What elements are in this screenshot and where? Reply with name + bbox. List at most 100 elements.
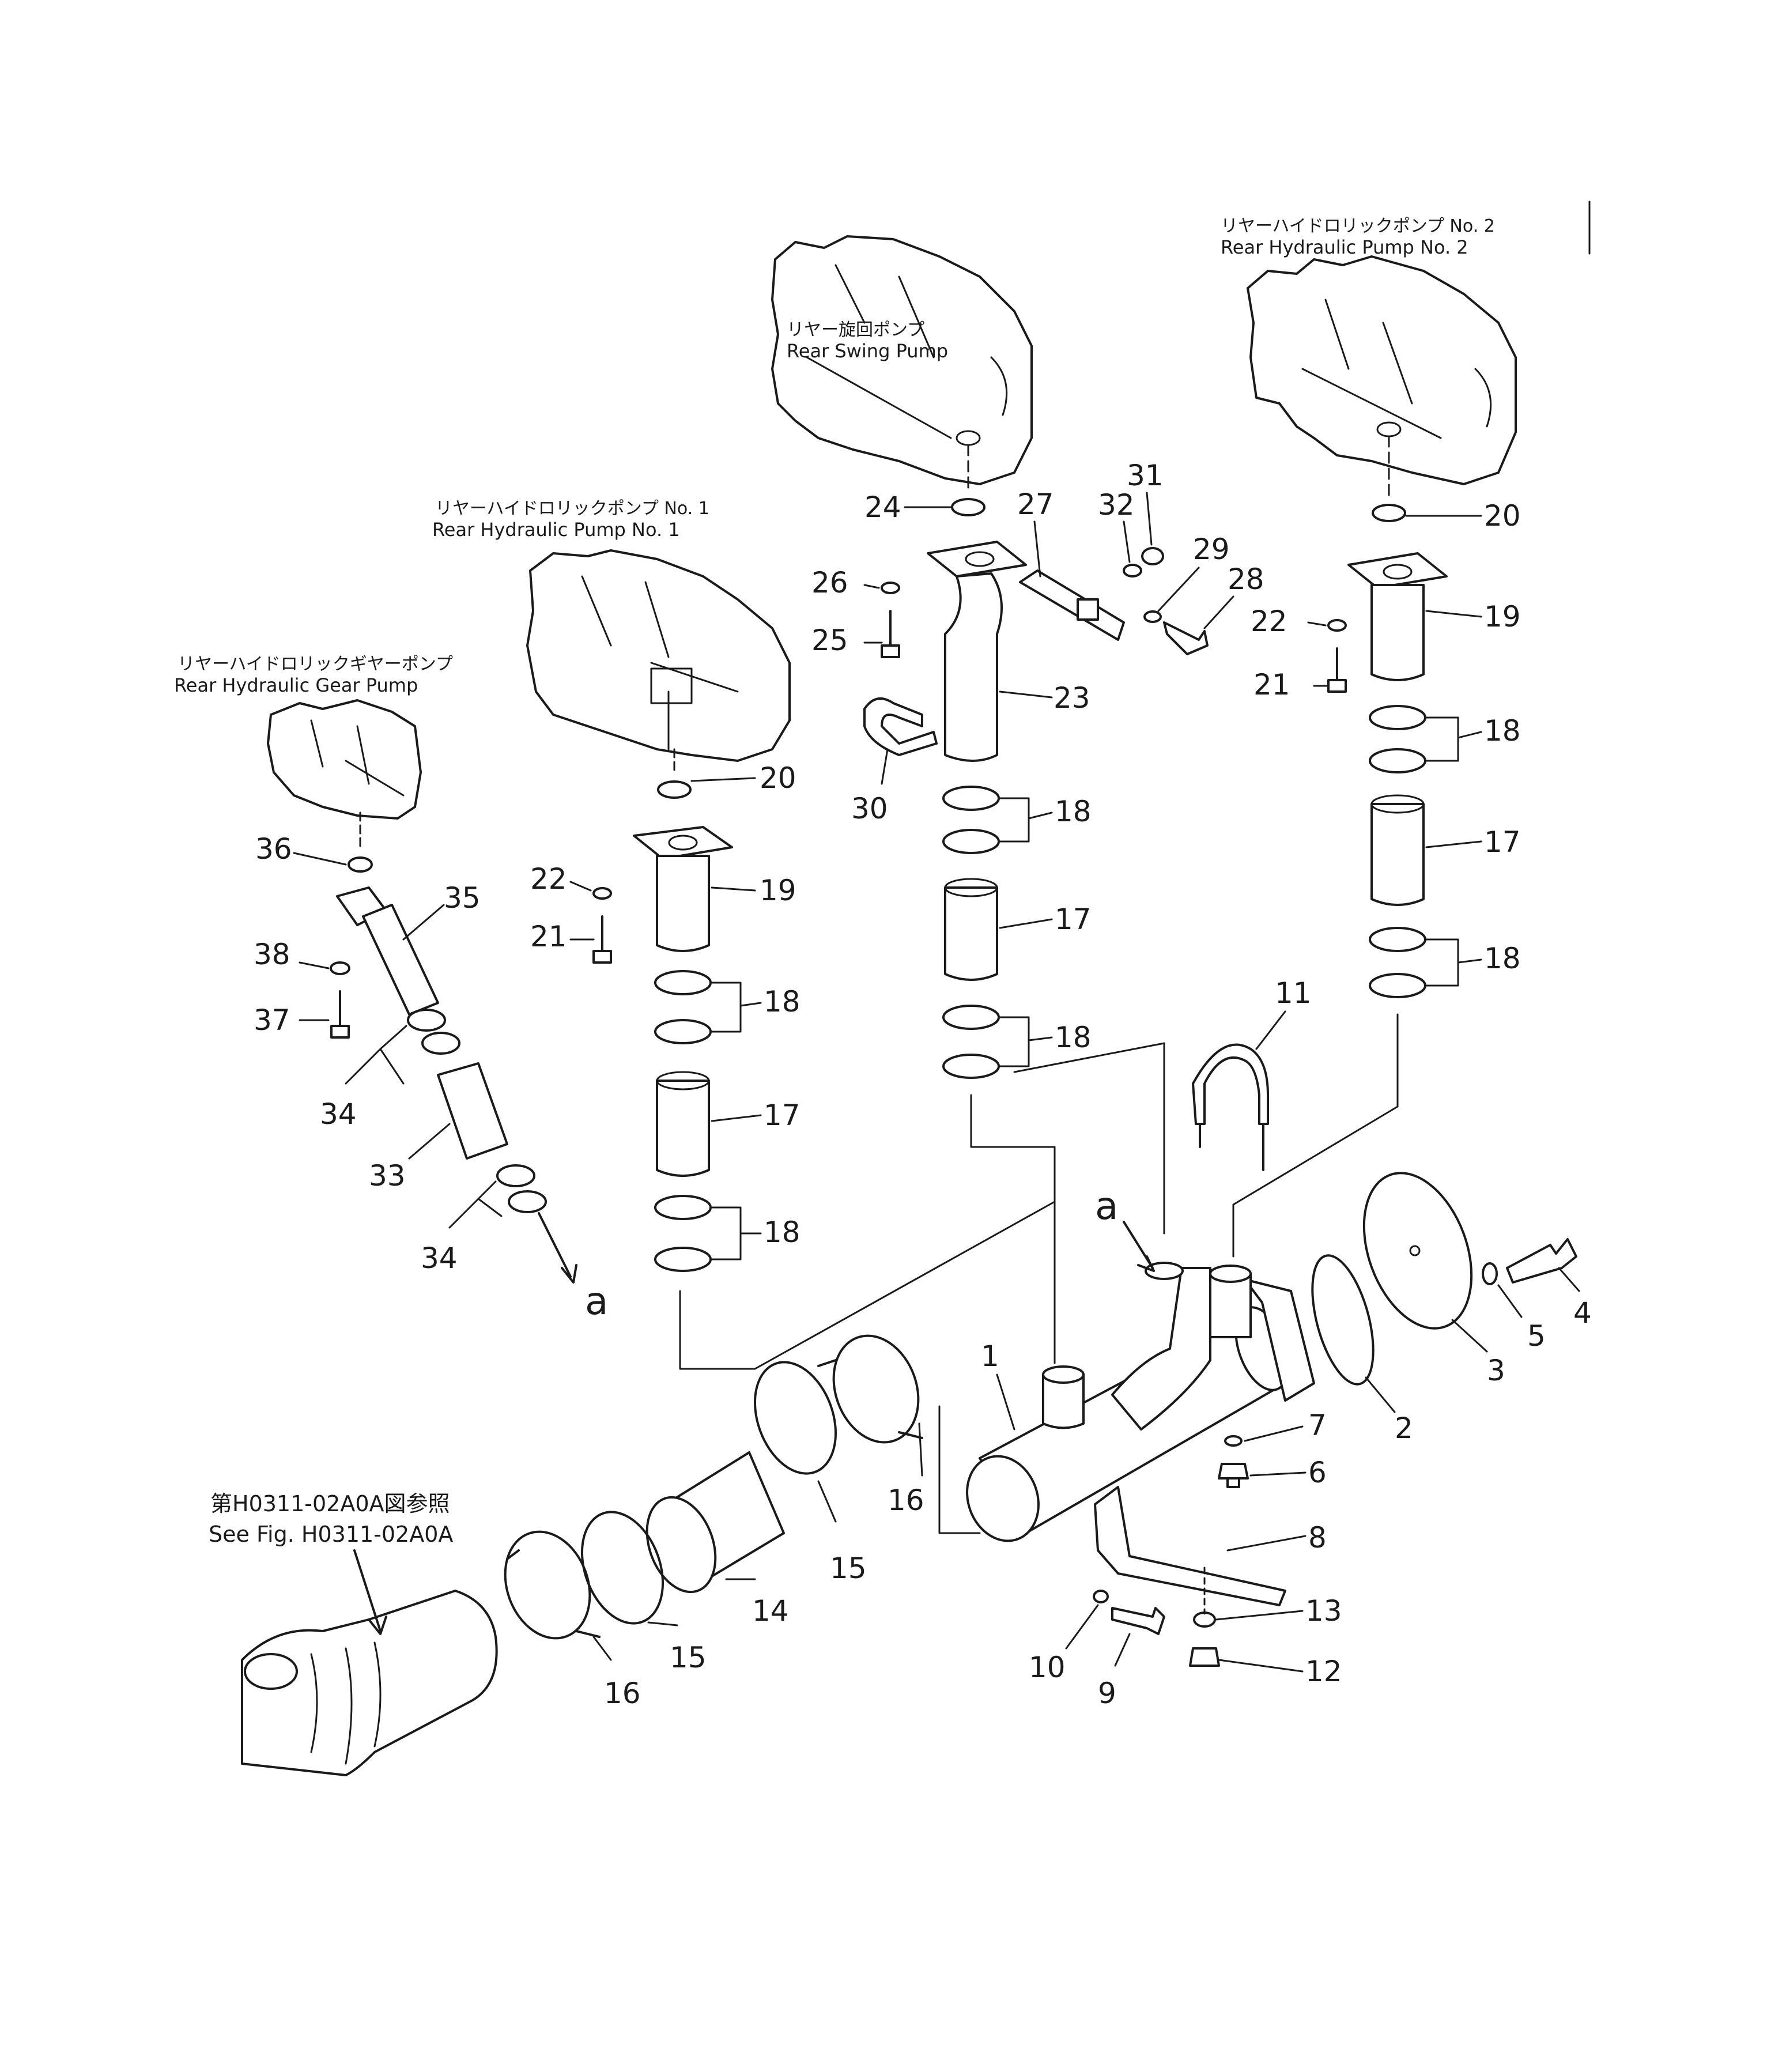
ref-a-left: a: [585, 1279, 608, 1323]
callout-24: 24: [864, 490, 901, 524]
callout-16: 16: [604, 1677, 641, 1710]
tube-19a: [656, 855, 710, 952]
clamp-34d: [508, 1190, 547, 1213]
clamp-18i: [1369, 705, 1426, 730]
clamp-34c: [496, 1164, 535, 1187]
flange-plate-1: [1244, 1278, 1315, 1402]
clamp-18e: [942, 786, 1000, 811]
caption-see-fig-jp: 第H0311-02A0A図参照: [210, 1491, 450, 1516]
callout-4: 4: [1573, 1296, 1592, 1330]
bracket-27: [1019, 569, 1125, 641]
washer-22a: [592, 887, 612, 900]
caption-pump-no1-en: Rear Hydraulic Pump No. 1: [432, 519, 680, 541]
callout-9: 9: [1098, 1677, 1116, 1710]
callout-31: 31: [1127, 459, 1164, 492]
callout-33: 33: [369, 1159, 406, 1192]
callout-37: 37: [254, 1003, 290, 1037]
callout-20: 20: [760, 761, 796, 795]
bolt-9: [1111, 1607, 1165, 1635]
callout-22: 22: [1251, 605, 1287, 638]
callout-30: 30: [851, 792, 888, 825]
clamp-16-right: [817, 1334, 923, 1444]
rear-hydraulic-gear-pump: [267, 699, 422, 848]
callout-18: 18: [764, 1216, 801, 1249]
port-1a: [1042, 1373, 1085, 1429]
callout-18: 18: [1484, 942, 1521, 975]
callout-13: 13: [1305, 1594, 1342, 1628]
callout-20: 20: [1484, 499, 1521, 533]
callout-12: 12: [1305, 1655, 1342, 1688]
caption-pump-no1-jp: リヤーハイドロリックポンプ No. 1: [435, 499, 709, 519]
washer-5: [1482, 1262, 1498, 1285]
elbow-port-1b: [1111, 1267, 1211, 1431]
cover-3: [1362, 1172, 1473, 1330]
callout-17: 17: [764, 1099, 801, 1132]
clamp-34b: [421, 1032, 460, 1055]
elbow-hose-23: [944, 572, 1003, 762]
bracket-8: [1094, 1486, 1286, 1615]
sleeve-14: [645, 1451, 785, 1594]
callout-17: 17: [1484, 825, 1521, 859]
nut-31: [1141, 547, 1164, 565]
callout-17: 17: [1055, 903, 1092, 936]
pump-no1-tube-assembly: [592, 780, 1056, 1370]
o-ring-24: [951, 498, 985, 516]
arrow-a-manifold: [1123, 1221, 1155, 1272]
callout-38: 38: [254, 938, 290, 971]
flange-19b: [1347, 552, 1448, 589]
manifold-1: [966, 1262, 1315, 1542]
callout-34: 34: [320, 1097, 357, 1131]
caption-gear-pump-en: Rear Hydraulic Gear Pump: [174, 674, 418, 696]
callout-16: 16: [888, 1484, 924, 1517]
bolt-21b: [1327, 647, 1347, 693]
washer-38: [330, 961, 350, 975]
ring-15-right: [753, 1361, 837, 1475]
clamp-18l: [1369, 973, 1426, 998]
callout-14: 14: [752, 1594, 789, 1628]
clamp-34a: [407, 1009, 446, 1032]
caption-swing-pump-en: Rear Swing Pump: [787, 340, 948, 362]
bolt-4: [1506, 1238, 1577, 1284]
connection-line: [938, 1405, 981, 1534]
part-callouts: 20 19 22 21 18 17 18 24 27 32 31 29 28 2…: [254, 459, 1592, 1710]
caption-see-fig-en: See Fig. H0311-02A0A: [209, 1522, 453, 1547]
o-ring-7: [1224, 1435, 1243, 1447]
callout-23: 23: [1054, 681, 1090, 715]
hose-17a: [656, 1080, 710, 1177]
callout-28: 28: [1228, 563, 1264, 596]
callout-21: 21: [530, 920, 567, 953]
nut-12: [1189, 1647, 1220, 1667]
clamp-18h: [942, 1054, 1000, 1079]
washer-26: [881, 582, 900, 594]
callout-15: 15: [830, 1552, 867, 1585]
pump-no2-tube-assembly: [1232, 504, 1448, 1258]
callout-18: 18: [764, 985, 801, 1018]
clamp-18a: [654, 970, 712, 995]
clip-30: [863, 697, 938, 756]
callout-29: 29: [1193, 533, 1230, 566]
tube-19b: [1370, 584, 1425, 681]
callout-21: 21: [1253, 668, 1290, 701]
o-ring-20b: [1372, 504, 1406, 522]
caption-gear-pump-jp: リヤーハイドロリックギヤーポンプ: [178, 654, 453, 674]
callout-35: 35: [444, 881, 481, 915]
clamp-18d: [654, 1247, 712, 1272]
hose-17c: [1370, 803, 1425, 906]
rear-swing-pump: [771, 235, 1033, 494]
clamp-16-left: [504, 1530, 601, 1640]
bolt-21a: [592, 915, 612, 964]
bolt-25: [881, 610, 900, 658]
o-ring-20a: [657, 780, 692, 799]
callout-3: 3: [1487, 1354, 1505, 1387]
callout-19: 19: [760, 874, 796, 907]
callout-6: 6: [1308, 1456, 1327, 1489]
plug-6: [1218, 1463, 1249, 1488]
caption-pump-no2-jp: リヤーハイドロリックポンプ No. 2: [1221, 216, 1495, 236]
washer-29: [1143, 610, 1162, 623]
o-ring-2: [1311, 1254, 1375, 1386]
callout-15: 15: [670, 1641, 707, 1674]
callout-5: 5: [1527, 1319, 1546, 1353]
caption-swing-pump-jp: リヤー旋回ポンプ: [787, 320, 924, 340]
